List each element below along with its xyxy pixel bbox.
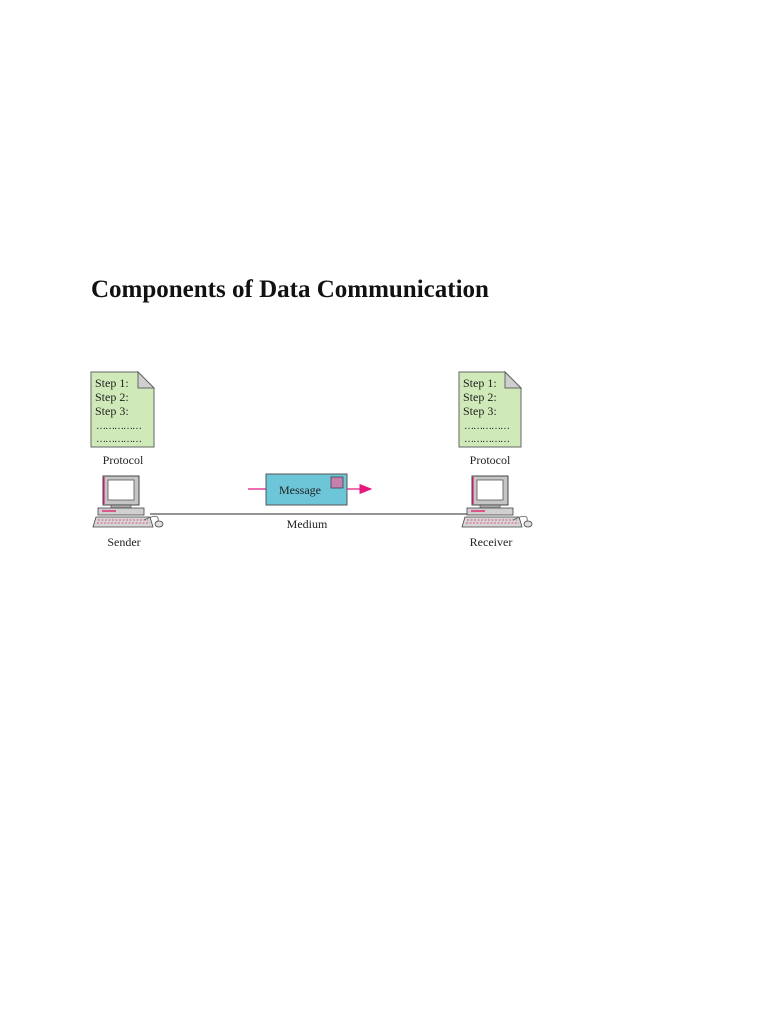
receiver-protocol-dots: …………… [464,434,509,445]
receiver-protocol-dots: …………… [464,421,509,432]
receiver-label: Receiver [470,535,513,549]
sender-protocol-step: Step 2: [95,390,129,404]
receiver-protocol-label: Protocol [470,453,511,467]
receiver-protocol-step: Step 2: [463,390,497,404]
medium-label: Medium [287,517,328,531]
receiver-protocol-document: Step 1: Step 2: Step 3: …………… …………… [459,372,521,447]
sender-protocol-dots: …………… [96,434,141,445]
sender-protocol-step: Step 1: [95,376,129,390]
receiver-protocol-step: Step 3: [463,404,497,418]
message-envelope: Message [266,474,347,505]
sender-protocol-label: Protocol [103,453,144,467]
sender-protocol-dots: …………… [96,421,141,432]
sender-protocol-step: Step 3: [95,404,129,418]
sender-computer-icon [93,476,163,527]
stamp-icon [331,477,343,488]
sender-label: Sender [107,535,140,549]
sender-protocol-document: Step 1: Step 2: Step 3: …………… …………… [91,372,154,447]
receiver-protocol-step: Step 1: [463,376,497,390]
message-label: Message [279,483,321,497]
receiver-computer-icon [462,476,532,527]
